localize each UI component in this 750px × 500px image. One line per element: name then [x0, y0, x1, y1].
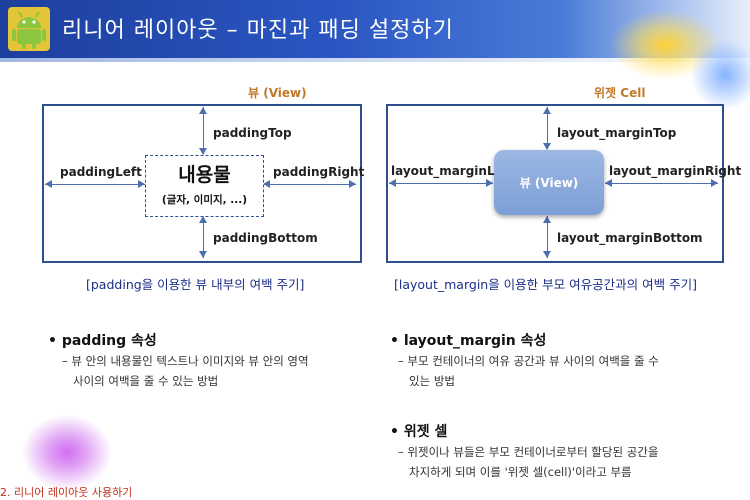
- margin-top-arrowhead: [543, 107, 551, 114]
- padding-right-arrowhead-right: [349, 180, 356, 188]
- widget-cell-description-line2: 차지하게 되며 이를 '위젯 셀(cell)'이라고 부름: [409, 465, 632, 479]
- page-title: 리니어 레이아웃 – 마진과 패딩 설정하기: [62, 18, 454, 43]
- margin-left-arrowhead: [389, 179, 396, 187]
- padding-left-label: paddingLeft: [60, 165, 142, 179]
- view-box-label: 뷰 (View): [519, 176, 579, 190]
- title-bar-strip: [0, 58, 750, 62]
- margin-bottom-label: layout_marginBottom: [557, 231, 703, 245]
- content-subtitle: (글자, 이미지, ...): [161, 194, 248, 206]
- margin-bottom-arrowhead-down: [543, 251, 551, 258]
- padding-left-arrowhead: [45, 180, 52, 188]
- margin-right-label: layout_marginRight: [609, 164, 742, 178]
- padding-top-arrowhead: [199, 107, 207, 114]
- margin-left-arrow: [389, 183, 493, 184]
- padding-bottom-arrowhead-down: [199, 251, 207, 258]
- footer-section-title: 2. 리니어 레이아웃 사용하기: [0, 486, 133, 499]
- padding-description-line2: 사이의 여백을 줄 수 있는 방법: [73, 374, 219, 388]
- right-diagram-caption: 위젯 Cell: [594, 86, 646, 100]
- margin-right-arrowhead: [605, 179, 612, 187]
- margin-attribute-heading: • layout_margin 속성: [390, 333, 547, 349]
- padding-top-arrow: [203, 107, 204, 154]
- margin-caption: [layout_margin을 이용한 부모 여유공간과의 여백 주기]: [394, 277, 697, 292]
- content-box: 내용물 (글자, 이미지, ...): [145, 155, 264, 217]
- padding-bottom-arrowhead: [199, 216, 207, 223]
- left-diagram-caption: 뷰 (View): [248, 86, 307, 100]
- android-robot-icon: [8, 7, 50, 51]
- padding-left-arrowhead-right: [138, 180, 145, 188]
- padding-top-label: paddingTop: [213, 126, 292, 140]
- padding-bottom-label: paddingBottom: [213, 231, 318, 245]
- margin-left-label: layout_marginLeft: [391, 164, 514, 178]
- margin-right-arrowhead-right: [711, 179, 718, 187]
- padding-top-arrowhead-down: [199, 148, 207, 155]
- margin-bottom-arrow: [547, 216, 548, 258]
- padding-caption: [padding을 이용한 뷰 내부의 여백 주기]: [86, 277, 305, 292]
- padding-description-line1: – 뷰 안의 내용물인 텍스트나 이미지와 뷰 안의 영역: [62, 354, 309, 368]
- margin-top-arrow: [547, 107, 548, 149]
- content-title: 내용물: [178, 164, 231, 186]
- view-box: 뷰 (View): [494, 150, 604, 215]
- padding-right-label: paddingRight: [273, 165, 365, 179]
- margin-left-arrowhead-right: [486, 179, 493, 187]
- padding-left-arrow: [45, 184, 145, 185]
- margin-bottom-arrowhead: [543, 216, 551, 223]
- margin-description-line1: – 부모 컨테이너의 여유 공간과 뷰 사이의 여백을 줄 수: [398, 354, 659, 368]
- padding-bottom-arrow: [203, 216, 204, 258]
- padding-right-arrow: [263, 184, 356, 185]
- padding-attribute-heading: • padding 속성: [48, 333, 157, 349]
- margin-right-arrow: [605, 183, 718, 184]
- widget-cell-heading: • 위젯 셀: [390, 424, 448, 440]
- margin-description-line2: 있는 방법: [409, 374, 455, 388]
- widget-cell-description-line1: – 위젯이나 뷰들은 부모 컨테이너로부터 할당된 공간을: [398, 445, 659, 459]
- margin-top-arrowhead-down: [543, 143, 551, 150]
- padding-right-arrowhead: [263, 180, 270, 188]
- margin-top-label: layout_marginTop: [557, 126, 677, 140]
- decorative-glow-blue: [690, 40, 750, 110]
- decorative-glow-purple: [22, 415, 112, 490]
